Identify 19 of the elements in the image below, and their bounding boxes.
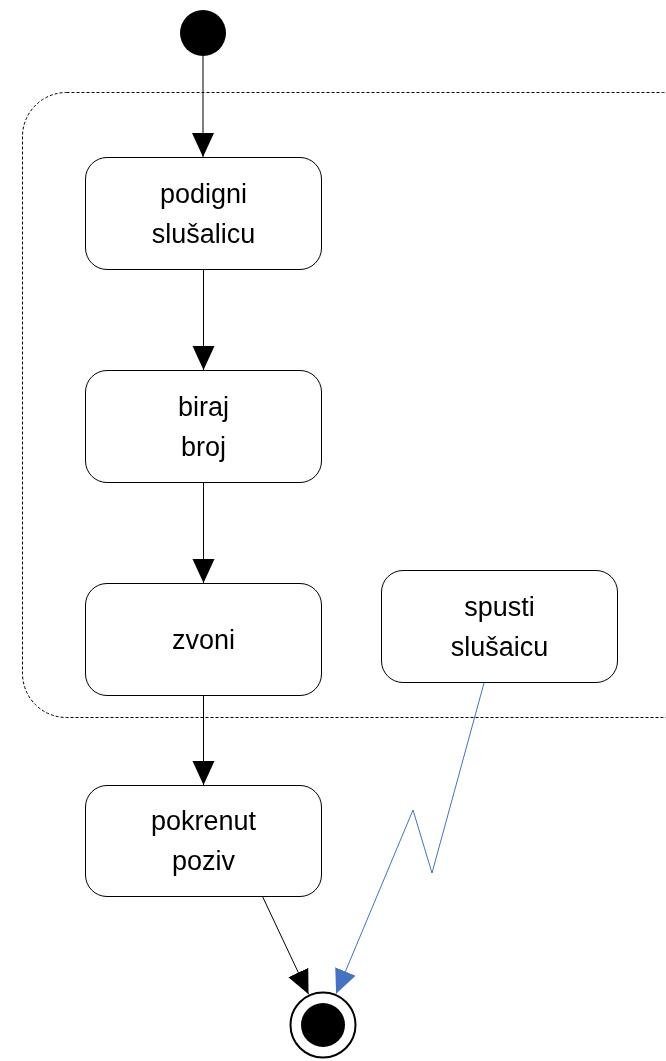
arrow — [192, 482, 215, 584]
action-box — [85, 785, 322, 897]
arrow — [192, 55, 214, 158]
activity-label: podigni slušalicu — [151, 177, 256, 251]
action-box — [85, 157, 322, 270]
activity-label: pokrenut poziv — [150, 805, 257, 878]
arrow — [262, 896, 309, 995]
final-node — [289, 991, 357, 1059]
action-box — [85, 583, 322, 696]
action-box — [381, 570, 618, 683]
arrow — [192, 695, 215, 786]
initial-node — [180, 10, 226, 56]
activity-label: biraj broj — [178, 390, 229, 464]
interrupt-arrow — [335, 682, 485, 995]
activity-label: zvoni — [172, 623, 235, 657]
arrow — [192, 269, 215, 371]
action-box — [85, 370, 322, 483]
activity-label: spusti slušaicu — [450, 590, 549, 664]
interruptible-region — [22, 92, 666, 718]
